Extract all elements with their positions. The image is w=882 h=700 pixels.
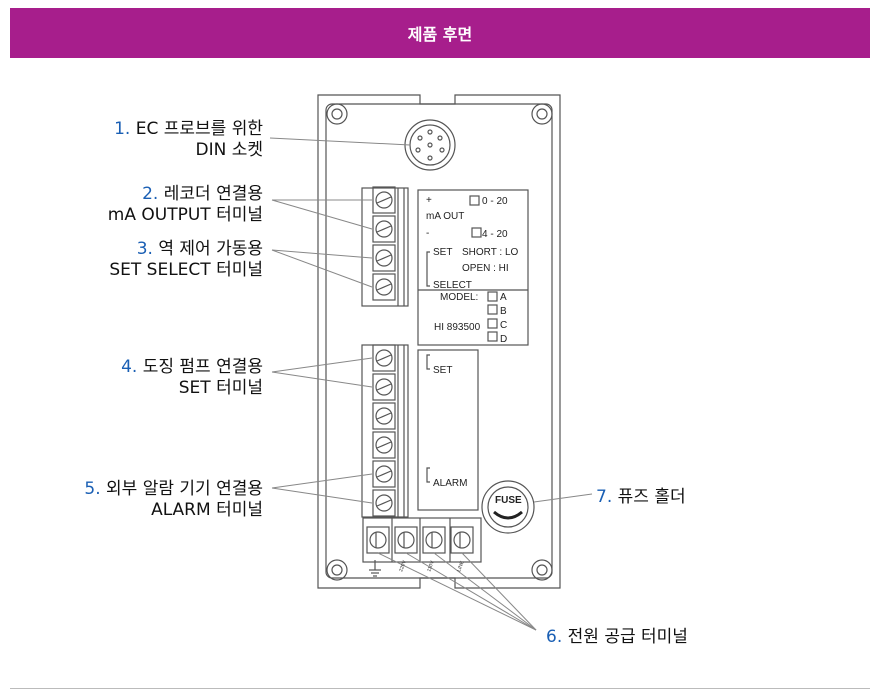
callout-power: 6. 전원 공급 터미널 [546, 627, 688, 647]
device-inner-frame [325, 103, 553, 579]
power-label: 110V [426, 559, 436, 572]
terminal-screw-icon [372, 373, 396, 401]
minus-label: - [426, 228, 429, 239]
terminal-screw-icon [372, 186, 396, 214]
terminal-screw-icon [372, 344, 396, 372]
callout-alarm-2: ALARM 터미널 [151, 500, 263, 520]
section-header: 제품 후면 [10, 8, 870, 58]
alarm-terminal-label: ALARM [433, 478, 467, 489]
terminal-screw-icon [394, 526, 418, 554]
model-option: A [500, 292, 507, 303]
fuse-holder-icon [481, 480, 535, 534]
open-label: OPEN : HI [462, 263, 509, 274]
model-option: C [500, 320, 507, 331]
callout-alarm: 5. 외부 알람 기기 연결용 [84, 479, 263, 499]
power-terminal-block [362, 517, 482, 563]
callout-ma-output: 2. 레코더 연결용 [142, 184, 263, 204]
terminal-screw-icon [366, 526, 390, 554]
range-0-20: 0 - 20 [482, 196, 508, 207]
callout-set-select: 3. 역 제어 가동용 [137, 239, 263, 259]
terminal-screw-icon [450, 526, 474, 554]
terminal-screw-icon [372, 273, 396, 301]
upper-terminal-block [361, 187, 409, 307]
select-label: SELECT [433, 280, 472, 291]
settings-label-box [417, 189, 529, 346]
range-4-20: 4 - 20 [482, 229, 508, 240]
fuse-label: FUSE [495, 495, 522, 506]
terminal-screw-icon [372, 460, 396, 488]
model-option: D [500, 334, 507, 345]
power-label: LINE [456, 560, 466, 573]
din-socket-icon [404, 119, 456, 171]
relay-label-box [417, 349, 479, 511]
callout-ma-output-2: mA OUTPUT 터미널 [108, 205, 263, 225]
section-title: 제품 후면 [407, 25, 473, 44]
callout-set: 4. 도징 펌프 연결용 [121, 357, 263, 377]
set-terminal-label: SET [433, 365, 452, 376]
terminal-screw-icon [372, 431, 396, 459]
short-label: SHORT : LO [462, 247, 519, 258]
corner-screw-icons [326, 103, 553, 581]
callout-din-socket-2: DIN 소켓 [195, 140, 263, 160]
model-option: B [500, 306, 507, 317]
terminal-screw-icon [372, 215, 396, 243]
terminal-screw-icon [372, 489, 396, 517]
model-number: HI 893500 [434, 322, 481, 333]
terminal-screw-icon [372, 244, 396, 272]
ma-out-label: mA OUT [426, 211, 464, 222]
callout-din-socket: 1. EC 프로브를 위한 [114, 119, 263, 139]
model-label: MODEL: [440, 292, 478, 303]
callout-fuse: 7. 퓨즈 홀더 [596, 487, 686, 507]
terminal-screw-icon [372, 402, 396, 430]
callout-set-2: SET 터미널 [179, 378, 263, 398]
leader-lines [269, 137, 593, 631]
callout-set-select-2: SET SELECT 터미널 [109, 260, 263, 280]
power-label: 220V [398, 559, 408, 573]
set-label: SET [433, 247, 452, 258]
terminal-screw-icon [422, 526, 446, 554]
divider [10, 688, 870, 689]
panel-text: + 0 - 20 mA OUT - 4 - 20 SET SHORT : LO … [398, 195, 522, 573]
ground-icon [369, 560, 381, 577]
plus-label: + [426, 195, 432, 206]
